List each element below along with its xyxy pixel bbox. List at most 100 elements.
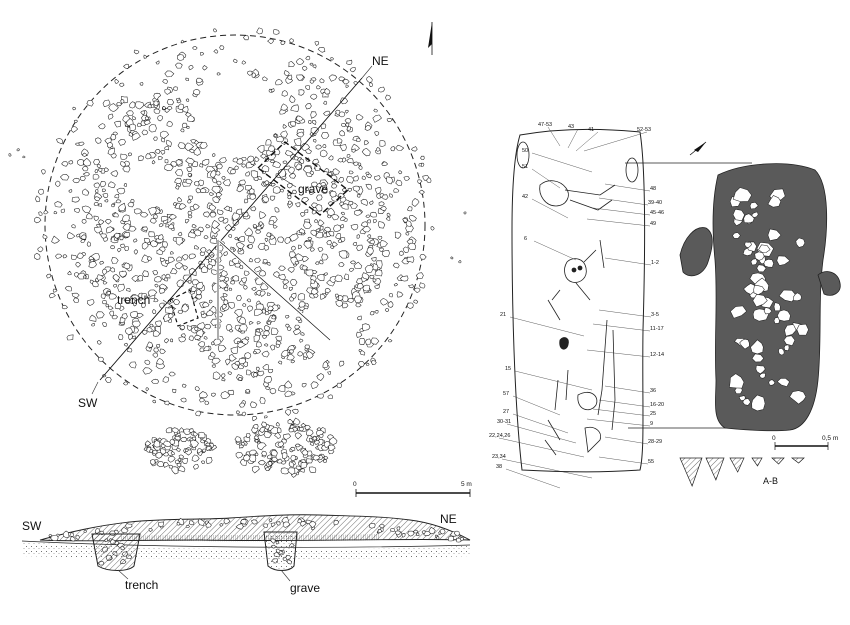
- find-number-label: 9: [650, 421, 653, 427]
- stone: [277, 458, 283, 464]
- stone: [266, 262, 271, 266]
- label-grave: grave: [298, 182, 328, 196]
- stone: [459, 537, 465, 541]
- stone: [195, 410, 202, 417]
- stone: [293, 156, 299, 161]
- stone: [204, 323, 212, 330]
- label-sw: SW: [78, 396, 98, 410]
- stone: [343, 273, 349, 280]
- stone: [199, 162, 204, 168]
- stone: [71, 224, 76, 229]
- stone: [280, 467, 290, 475]
- ne-leader: [361, 65, 373, 79]
- stone: [223, 299, 229, 306]
- stone: [263, 430, 272, 439]
- stone: [149, 218, 157, 224]
- find-leader-line: [512, 413, 569, 434]
- stone: [259, 211, 267, 220]
- cairn-stones: [51, 45, 420, 408]
- stone: [295, 57, 305, 65]
- stone: [250, 206, 257, 212]
- stone: [328, 436, 338, 445]
- stone: [418, 189, 425, 195]
- find-leader-line: [512, 395, 561, 416]
- stone: [338, 111, 346, 118]
- stone: [243, 198, 249, 204]
- stone: [197, 518, 205, 526]
- stone: [253, 435, 259, 440]
- stone: [371, 256, 377, 262]
- profile-shape: [729, 457, 745, 473]
- stone: [256, 27, 263, 35]
- stone: [450, 256, 454, 260]
- stone: [310, 381, 319, 390]
- stone: [360, 198, 368, 206]
- stone: [411, 146, 418, 152]
- stone: [349, 67, 356, 73]
- stone: [323, 100, 328, 105]
- stone: [148, 528, 153, 532]
- stone: [316, 183, 323, 188]
- stone: [73, 119, 78, 124]
- stone: [202, 448, 207, 453]
- sw-leader: [91, 381, 99, 395]
- stone: [338, 250, 348, 259]
- stone: [758, 244, 771, 253]
- find-number-label: 23,34: [492, 454, 506, 460]
- stone: [153, 136, 158, 141]
- stone: [260, 153, 267, 159]
- stone: [144, 238, 151, 244]
- stone: [401, 533, 406, 538]
- stone: [294, 432, 302, 440]
- stone: [352, 242, 357, 247]
- stone: [162, 440, 173, 447]
- stone: [381, 161, 388, 166]
- stone: [154, 235, 159, 240]
- stone: [411, 198, 420, 207]
- stone: [336, 138, 343, 144]
- stone: [793, 292, 802, 302]
- stone: [107, 147, 115, 156]
- stone: [188, 65, 194, 71]
- stone: [337, 238, 342, 243]
- stone: [112, 273, 121, 282]
- find-number-label: 55: [648, 459, 654, 465]
- stone: [180, 128, 185, 133]
- stone: [385, 94, 392, 101]
- stone: [316, 85, 321, 90]
- stone: [750, 339, 764, 355]
- stone: [795, 237, 806, 248]
- stone: [283, 283, 288, 289]
- north-arrow-icon: [428, 22, 433, 55]
- stone: [41, 169, 46, 175]
- stone: [277, 360, 283, 365]
- find-number-label: 41: [588, 127, 594, 133]
- stone: [189, 520, 195, 526]
- stone: [238, 236, 246, 242]
- stone: [81, 166, 89, 172]
- stone: [174, 169, 183, 177]
- stone: [111, 203, 115, 208]
- stone: [319, 259, 324, 265]
- stone: [241, 163, 246, 168]
- stone: [300, 422, 306, 428]
- stone: [176, 447, 181, 452]
- stone: [353, 261, 363, 269]
- stone: [180, 397, 187, 403]
- stone: [155, 452, 163, 459]
- stone: [415, 272, 424, 279]
- find-leader-line: [509, 316, 585, 337]
- find-number-label: 15: [505, 366, 511, 372]
- stone: [236, 410, 240, 414]
- stone: [732, 187, 752, 202]
- stone: [94, 189, 99, 193]
- stone: [235, 451, 244, 459]
- stone: [223, 518, 231, 525]
- stone: [194, 229, 202, 237]
- stone: [321, 253, 329, 261]
- find-number-label: 16-20: [650, 402, 664, 408]
- stone: [300, 468, 305, 473]
- stone: [269, 234, 276, 240]
- stone: [194, 386, 200, 392]
- find-number-label: 30-31: [497, 419, 511, 425]
